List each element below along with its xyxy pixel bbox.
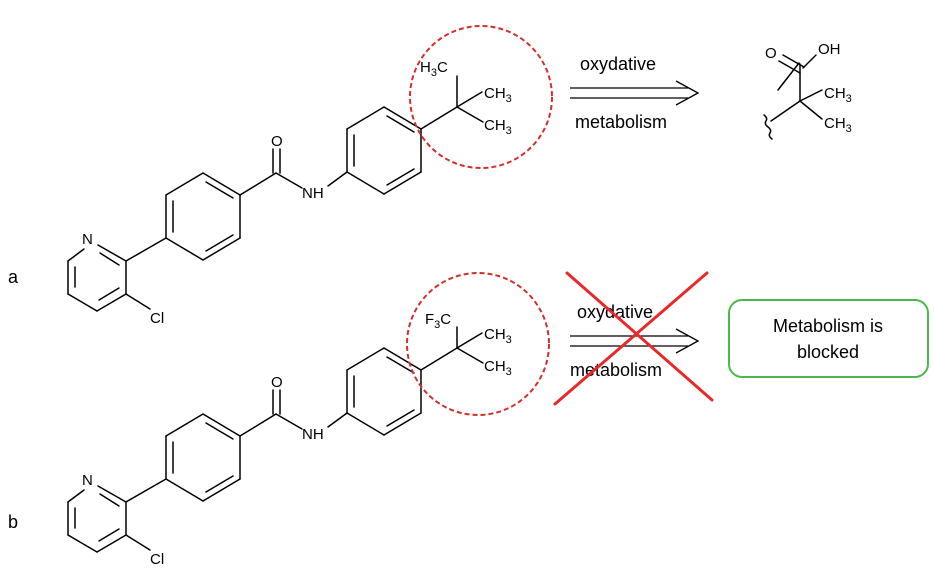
biaryl-bond-a bbox=[125, 237, 167, 262]
amide-nh-a: NH bbox=[302, 185, 324, 202]
product-bonds bbox=[770, 54, 823, 122]
product-carbonyl-oxygen: O bbox=[765, 45, 777, 62]
c-cl-bond-a bbox=[125, 293, 151, 310]
trifluoromethyl-b: F3C bbox=[425, 311, 451, 331]
n-aryl-bond-b bbox=[327, 412, 348, 428]
benzene-ring-b2 bbox=[346, 347, 422, 436]
c-cl-bond-b bbox=[125, 534, 151, 551]
result-box bbox=[728, 299, 929, 378]
tert-butyl-highlight-circle-a bbox=[409, 25, 553, 169]
amide-cn-bond-b bbox=[275, 413, 303, 430]
panel-label-a: a bbox=[8, 267, 19, 287]
pyridine-nitrogen-b: N bbox=[82, 472, 93, 489]
n-aryl-bond-a bbox=[327, 171, 348, 187]
tert-butyl-bonds-a bbox=[420, 75, 484, 130]
cf3-highlight-circle-b bbox=[406, 272, 550, 416]
biaryl-bond-b bbox=[125, 478, 167, 503]
carbonyl-oxygen-a: O bbox=[271, 133, 283, 150]
arrow-label-bottom-a: metabolism bbox=[575, 112, 667, 132]
pyridine-ring-a bbox=[67, 244, 127, 312]
amide-nh-b: NH bbox=[302, 426, 324, 443]
reaction-arrow-a bbox=[570, 80, 700, 106]
carbonyl-oxygen-b: O bbox=[271, 374, 283, 391]
methyl-bottom-a: CH3 bbox=[484, 117, 512, 137]
methyl-left-a: H3C bbox=[420, 59, 448, 79]
benzene-ring-b1 bbox=[165, 413, 241, 502]
amide-cn-bond-a bbox=[275, 172, 303, 189]
wavy-bond bbox=[763, 114, 773, 140]
panel-label-b: b bbox=[8, 512, 18, 532]
arrow-label-bottom-b: metabolism bbox=[570, 360, 662, 380]
product-methyl-1: CH3 bbox=[824, 85, 852, 105]
benzene-ring-a1 bbox=[165, 172, 241, 261]
cf3-tert-butyl-bonds-b bbox=[420, 326, 484, 371]
arrow-label-top-b: oxydative bbox=[577, 302, 653, 322]
aryl-carbonyl-bond-a bbox=[239, 172, 277, 196]
blocked-cross-icon bbox=[553, 271, 714, 406]
panel-a: N Cl O NH bbox=[8, 25, 852, 327]
result-text-line1: Metabolism is bbox=[773, 316, 883, 336]
methyl-top-b: CH3 bbox=[484, 326, 512, 346]
methyl-bottom-b: CH3 bbox=[484, 358, 512, 378]
methyl-top-a: CH3 bbox=[484, 85, 512, 105]
aryl-carbonyl-bond-b bbox=[239, 413, 277, 437]
arrow-label-top-a: oxydative bbox=[580, 54, 656, 74]
result-text-line2: blocked bbox=[797, 342, 859, 362]
chlorine-b: Cl bbox=[150, 551, 164, 568]
product-hydroxyl: OH bbox=[818, 41, 841, 58]
reaction-arrow-b bbox=[570, 328, 700, 354]
panel-b: N Cl O NH bbox=[8, 271, 929, 568]
pyridine-nitrogen-a: N bbox=[82, 231, 93, 248]
benzene-ring-a2 bbox=[346, 106, 422, 195]
pyridine-ring-b bbox=[67, 485, 127, 553]
chlorine-a: Cl bbox=[150, 310, 164, 327]
product-methyl-2: CH3 bbox=[824, 115, 852, 135]
